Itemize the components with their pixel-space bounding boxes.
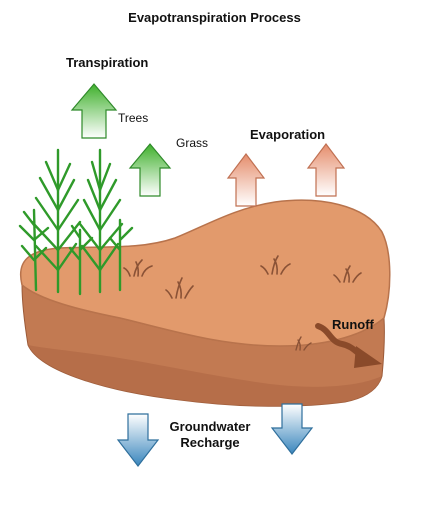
grass-tuft [123,259,153,277]
transpiration-label: Transpiration [66,55,149,70]
groundwater-label-line1: Groundwater [169,419,251,434]
grass-tuft [295,336,312,351]
trees-label: Trees [118,111,149,125]
grass-transpiration-arrow [128,143,172,197]
trees-icon [18,148,134,296]
grass-label: Grass [176,136,209,150]
groundwater-recharge-label: Groundwater Recharge [160,419,260,451]
grass-tuft [260,255,291,275]
groundwater-arrow [270,403,314,455]
evaporation-arrow [306,143,346,197]
diagram-title: Evapotranspiration Process [128,10,301,25]
evaporation-label: Evaporation [250,127,326,142]
runoff-arrow [315,323,382,368]
grass-tuft [165,277,194,299]
soil-strata [28,345,382,407]
evaporation-arrow [226,153,266,207]
tree-transpiration-arrow [70,83,118,139]
runoff-label: Runoff [332,317,374,332]
grass-tuft [333,265,362,283]
groundwater-label-line2: Recharge [180,435,240,450]
groundwater-arrow [116,413,160,467]
